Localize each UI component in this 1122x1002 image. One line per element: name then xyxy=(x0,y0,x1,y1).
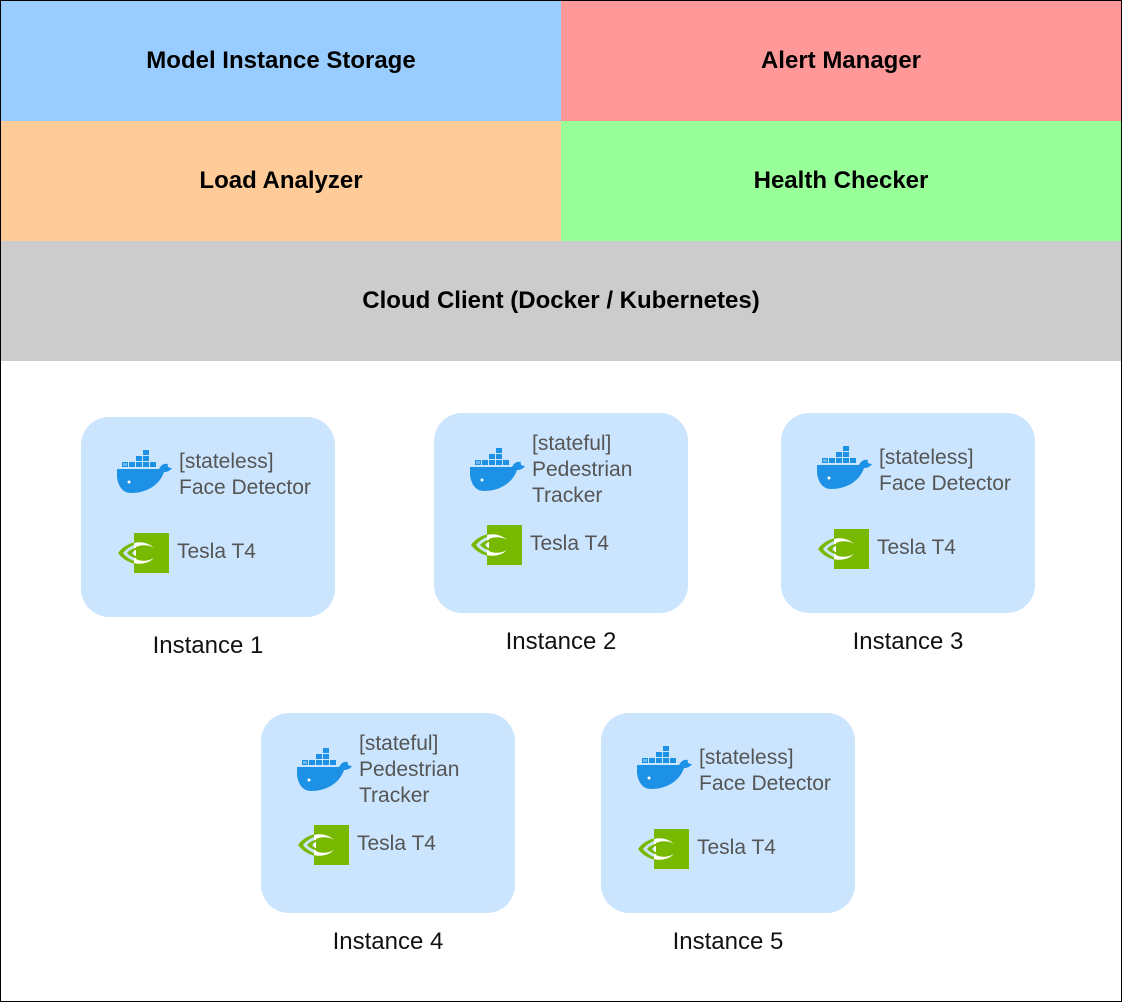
docker-whale-icon xyxy=(468,447,526,493)
instance-label: Instance 4 xyxy=(332,928,444,955)
model-mode: [stateful] xyxy=(359,732,439,755)
load-analyzer-label: Load Analyzer xyxy=(199,167,363,194)
model-name-line: Pedestrian xyxy=(359,758,460,781)
model-name-line: Face Detector xyxy=(879,472,1011,495)
docker-whale-icon xyxy=(295,747,353,793)
alert-manager-label: Alert Manager xyxy=(760,47,922,74)
instance-label: Instance 2 xyxy=(505,628,617,655)
model-description: [stateless] Face Detector xyxy=(179,449,311,501)
cloud-client-label: Cloud Client (Docker / Kubernetes) xyxy=(362,287,760,314)
nvidia-logo-icon xyxy=(637,829,689,869)
load-analyzer-block: Load Analyzer xyxy=(1,121,561,241)
nvidia-logo-icon xyxy=(817,529,869,569)
model-description: [stateless] Face Detector xyxy=(879,445,1011,497)
health-checker-label: Health Checker xyxy=(753,167,929,194)
model-name-line: Tracker xyxy=(359,784,430,807)
alert-manager-block: Alert Manager xyxy=(561,1,1121,121)
docker-whale-icon xyxy=(815,445,873,491)
model-name-line: Pedestrian xyxy=(532,458,633,481)
model-name-line: Face Detector xyxy=(699,772,831,795)
nvidia-logo-icon xyxy=(470,525,522,565)
model-mode: [stateful] xyxy=(532,432,612,455)
health-checker-block: Health Checker xyxy=(561,121,1121,241)
instance-label: Instance 5 xyxy=(672,928,784,955)
model-mode: [stateless] xyxy=(699,746,794,769)
instance-label: Instance 1 xyxy=(152,632,264,659)
model-description: [stateless] Face Detector xyxy=(699,745,831,797)
nvidia-logo-icon xyxy=(117,533,169,573)
model-instance-storage-label: Model Instance Storage xyxy=(146,47,416,74)
model-mode: [stateless] xyxy=(179,450,274,473)
gpu-label: Tesla T4 xyxy=(530,532,609,555)
model-instance-storage-block: Model Instance Storage xyxy=(1,1,561,121)
model-name-line: Face Detector xyxy=(179,476,311,499)
gpu-label: Tesla T4 xyxy=(697,836,776,859)
gpu-label: Tesla T4 xyxy=(877,536,956,559)
instance-card: [stateless] Face Detector Tesla T4 xyxy=(81,417,335,617)
model-mode: [stateless] xyxy=(879,446,974,469)
model-name-line: Tracker xyxy=(532,484,603,507)
instance-card: [stateless] Face Detector Tesla T4 xyxy=(601,713,855,913)
docker-whale-icon xyxy=(115,449,173,495)
instance-label: Instance 3 xyxy=(852,628,964,655)
cloud-client-block: Cloud Client (Docker / Kubernetes) xyxy=(1,241,1121,361)
nvidia-logo-icon xyxy=(297,825,349,865)
docker-whale-icon xyxy=(635,745,693,791)
gpu-label: Tesla T4 xyxy=(177,540,256,563)
instance-card: [stateless] Face Detector Tesla T4 xyxy=(781,413,1035,613)
gpu-label: Tesla T4 xyxy=(357,832,436,855)
